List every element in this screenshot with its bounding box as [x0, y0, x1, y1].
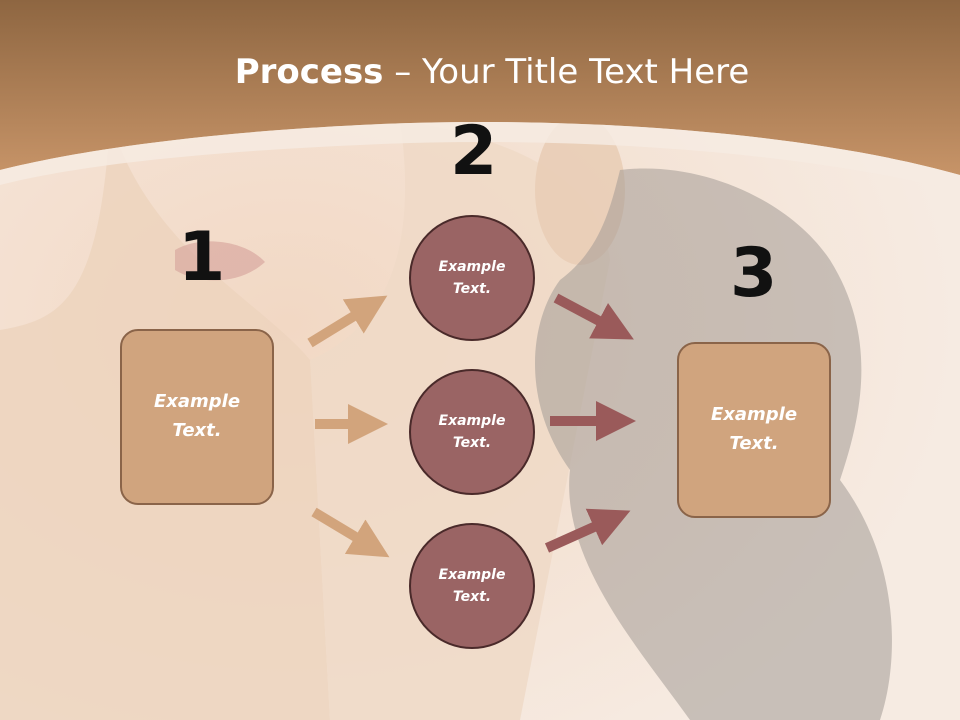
arrow-left-down [311, 507, 390, 558]
title-bold: Process [234, 52, 384, 92]
step-3-text-line2: Text. [729, 433, 779, 454]
step-2-circle-top: Example Text. [409, 215, 535, 341]
circle-bottom-line1: Example [438, 566, 506, 583]
arrow-left-up [307, 295, 388, 348]
arrow-right-up [544, 508, 631, 553]
title-rest: – Your Title Text Here [383, 52, 750, 92]
arrow-right-down [553, 293, 634, 340]
step-number-3: 3 [730, 234, 778, 313]
step-3-text-line1: Example [710, 404, 798, 426]
circle-middle-line1: Example [438, 412, 506, 429]
step-2-circle-middle: Example Text. [409, 369, 535, 495]
step-1-text-line2: Text. [172, 420, 222, 441]
circle-top-line2: Text. [452, 281, 492, 297]
step-number-1: 1 [178, 218, 226, 297]
step-2-circle-bottom: Example Text. [409, 523, 535, 649]
circle-middle-line2: Text. [452, 435, 492, 451]
step-1-box: Example Text. [120, 329, 274, 505]
step-1-text-line1: Example [153, 391, 241, 413]
circle-top-line1: Example [438, 258, 506, 275]
circle-bottom-line2: Text. [452, 589, 492, 605]
step-number-2: 2 [450, 112, 498, 191]
slide-title: Process – Your Title Text Here [0, 52, 960, 92]
step-3-box: Example Text. [677, 342, 831, 518]
